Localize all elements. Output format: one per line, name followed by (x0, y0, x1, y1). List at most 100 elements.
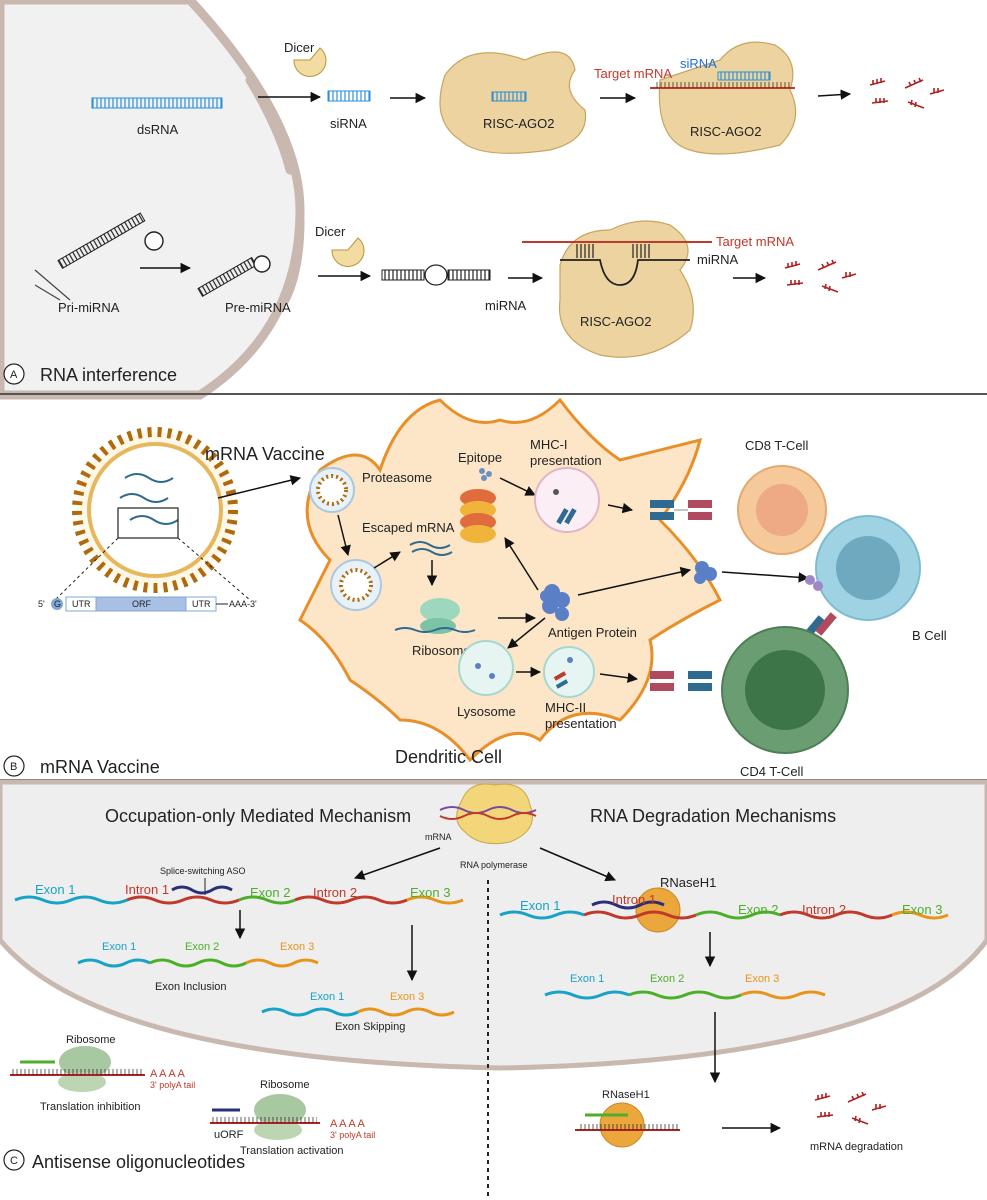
rnaseh1-label: RNaseH1 (602, 1089, 650, 1101)
exon3-label: Exon 3 (410, 885, 450, 900)
mhc-i-label-2: presentation (530, 453, 602, 468)
dicer-icon (331, 237, 365, 267)
panel-a-title: RNA interference (40, 365, 177, 385)
exon3-strand (406, 895, 464, 905)
panel-letter-circle (3, 755, 25, 777)
uorf-label: uORF (214, 1129, 244, 1141)
ribosome-label: Ribosome (66, 1034, 116, 1046)
intron1-label: Intron 1 (612, 892, 656, 907)
exon1-label: Exon 1 (102, 941, 136, 953)
zoom-line (54, 537, 119, 601)
exon3-label: Exon 3 (390, 991, 424, 1003)
panel-b: mRNA Vaccine 5' G UTR ORF UTR AAA-3' Esc… (3, 397, 947, 779)
antigen-protein (540, 584, 570, 621)
nuclear-envelope-segment (280, 215, 305, 305)
secreted-antigen (694, 561, 717, 584)
mhc-ii-label-1: MHC-II (545, 700, 586, 715)
intron2-label: Intron 2 (313, 885, 357, 900)
sirna-strand (717, 71, 771, 81)
exon2-strand (628, 990, 742, 1000)
sirna-strand (327, 90, 371, 102)
exon2-label: Exon 2 (738, 902, 778, 917)
exon-skipping-label: Exon Skipping (335, 1021, 405, 1033)
construct-utr2: UTR (192, 599, 211, 609)
risc-label: RISC-AGO2 (580, 314, 652, 329)
exon1-strand (261, 1007, 359, 1017)
risc-ago2-complex (439, 51, 587, 154)
arrow (607, 502, 634, 514)
sirna-label: siRNA (680, 56, 717, 71)
intron1-strand (126, 895, 240, 905)
b-cell-nucleus (836, 536, 900, 600)
intron1-strand (583, 910, 697, 920)
epitope-icon (479, 468, 492, 481)
exon2-label: Exon 2 (185, 941, 219, 953)
mhc-ii-label-2: presentation (545, 716, 617, 731)
arrow (504, 537, 539, 591)
dicer-label: Dicer (284, 40, 315, 55)
exon1-strand (77, 958, 151, 968)
exon-inclusion-label: Exon Inclusion (155, 981, 227, 993)
degraded-mrna-fragments (814, 1091, 887, 1125)
exon3-strand (357, 1007, 455, 1017)
pri-mirna (34, 212, 164, 301)
mhc-i-tcr-complex (650, 500, 712, 520)
pri-mirna-label: Pri-miRNA (58, 300, 120, 315)
risc-ago2-complex (658, 41, 797, 155)
exon2-strand (695, 910, 781, 920)
sirna-strand (491, 91, 527, 102)
proteasome (460, 489, 496, 543)
panel-letter-circle (3, 363, 25, 385)
dendritic-cell-label: Dendritic Cell (395, 747, 502, 767)
exon2-label: Exon 2 (650, 973, 684, 985)
panel-letter: A (10, 369, 18, 381)
construct-tail: AAA-3' (229, 599, 257, 609)
rnaseh1-enzyme (635, 887, 681, 933)
pre-mirna (197, 255, 271, 298)
construct-cap: G (54, 599, 61, 609)
dicer-label: Dicer (315, 224, 346, 239)
nuclear-envelope-segment (245, 75, 295, 175)
escaped-mrna-strand (409, 541, 451, 549)
mhc-i-label-1: MHC-I (530, 437, 568, 452)
polya-label: 3' polyA tail (330, 1130, 375, 1140)
exon2-strand (238, 895, 296, 905)
exon3-strand (891, 910, 949, 920)
mrna-teeth (12, 1069, 142, 1075)
degraded-mrna-fragments (869, 77, 945, 109)
escaped-mrna-strand (411, 548, 453, 556)
exon2-label: Exon 2 (250, 885, 290, 900)
ribosome-label: Ribosome (260, 1079, 310, 1091)
pre-mirna-label: Pre-miRNA (225, 300, 291, 315)
zoom-line (177, 537, 251, 601)
lysosome-label: Lysosome (457, 704, 516, 719)
cd8-label: CD8 T-Cell (745, 438, 808, 453)
exon2-strand (149, 958, 247, 968)
exon3-label: Exon 3 (902, 902, 942, 917)
pairing-teeth (575, 244, 595, 258)
exon1-label: Exon 1 (35, 882, 75, 897)
risc-label: RISC-AGO2 (690, 124, 762, 139)
aso-strand (171, 885, 233, 895)
mrna-label: mRNA (425, 832, 452, 842)
pairing-teeth (630, 244, 650, 258)
endosome (330, 559, 382, 611)
panel-letter: C (10, 1155, 18, 1167)
splice-aso-label: Splice-switching ASO (160, 866, 246, 876)
sirna-label: siRNA (330, 116, 367, 131)
lysosome (458, 640, 514, 696)
rnaseh1-label: RNaseH1 (660, 875, 716, 890)
panel-a: dsRNA Dicer siRNA RISC-AGO2 Target mRNA … (0, 0, 945, 400)
arrow (499, 477, 536, 496)
cell-membrane-a (0, 0, 305, 400)
intron2-strand (294, 895, 408, 905)
arrow (354, 847, 441, 880)
arrow (217, 475, 302, 499)
ribosome-label: Ribosome (412, 643, 471, 658)
mirna-label: miRNA (697, 252, 738, 267)
occupation-heading: Occupation-only Mediated Mechanism (105, 806, 411, 826)
dicer-icon (293, 47, 327, 77)
mrna-degradation-label: mRNA degradation (810, 1141, 903, 1153)
polya-aaaa: A A A A (150, 1068, 186, 1080)
